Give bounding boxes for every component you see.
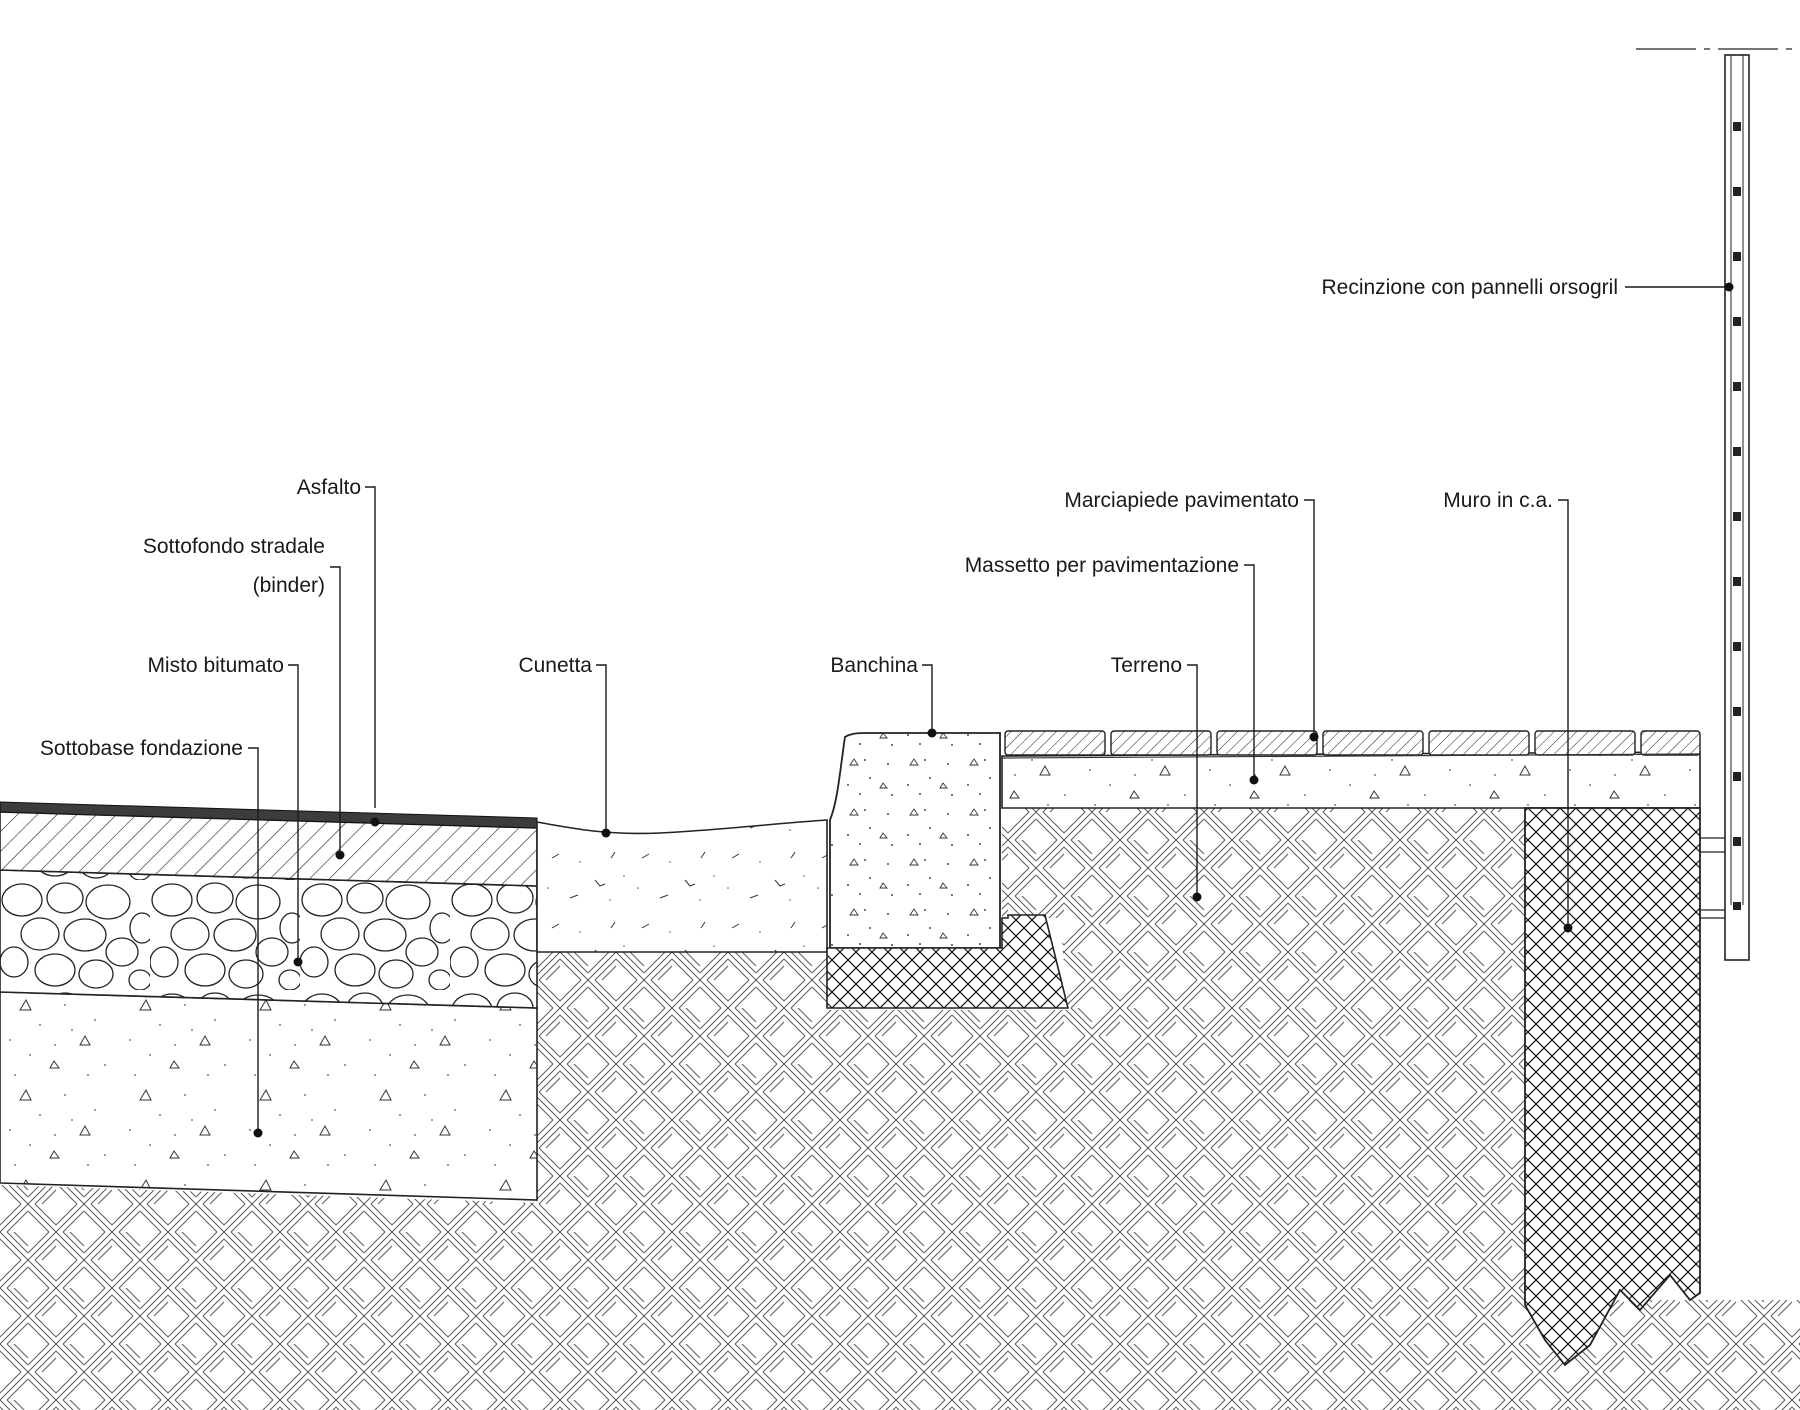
massetto-layer: [1001, 751, 1701, 809]
label-marciapiede: Marciapiede pavimentato: [1064, 489, 1299, 512]
label-sottofondo-2: (binder): [253, 574, 325, 597]
fence-post: [1636, 48, 1800, 961]
paving-tiles: [1004, 730, 1701, 756]
label-sottobase: Sottobase fondazione: [40, 737, 243, 760]
label-massetto: Massetto per pavimentazione: [965, 554, 1239, 577]
leader-lines: [248, 286, 1729, 1133]
label-banchina: Banchina: [830, 654, 918, 677]
label-asfalto: Asfalto: [297, 476, 361, 499]
label-terreno: Terreno: [1111, 654, 1182, 677]
label-sottofondo-1: Sottofondo stradale: [143, 535, 325, 558]
terrain-hatch: [0, 808, 1800, 1410]
misto-bitumato-layer: [0, 869, 538, 1009]
banchina-kerb: [829, 732, 1001, 949]
retaining-wall: [1524, 807, 1701, 1367]
cunetta-channel: [536, 819, 828, 953]
label-misto-bitumato: Misto bitumato: [147, 654, 284, 677]
kerb-foundation: [826, 914, 1070, 1009]
label-cunetta: Cunetta: [518, 654, 592, 677]
label-recinzione: Recinzione con pannelli orsogril: [1321, 276, 1618, 299]
label-muro: Muro in c.a.: [1443, 489, 1553, 512]
leader-dots: [253, 282, 1734, 1138]
sottobase-layer: [0, 991, 538, 1201]
